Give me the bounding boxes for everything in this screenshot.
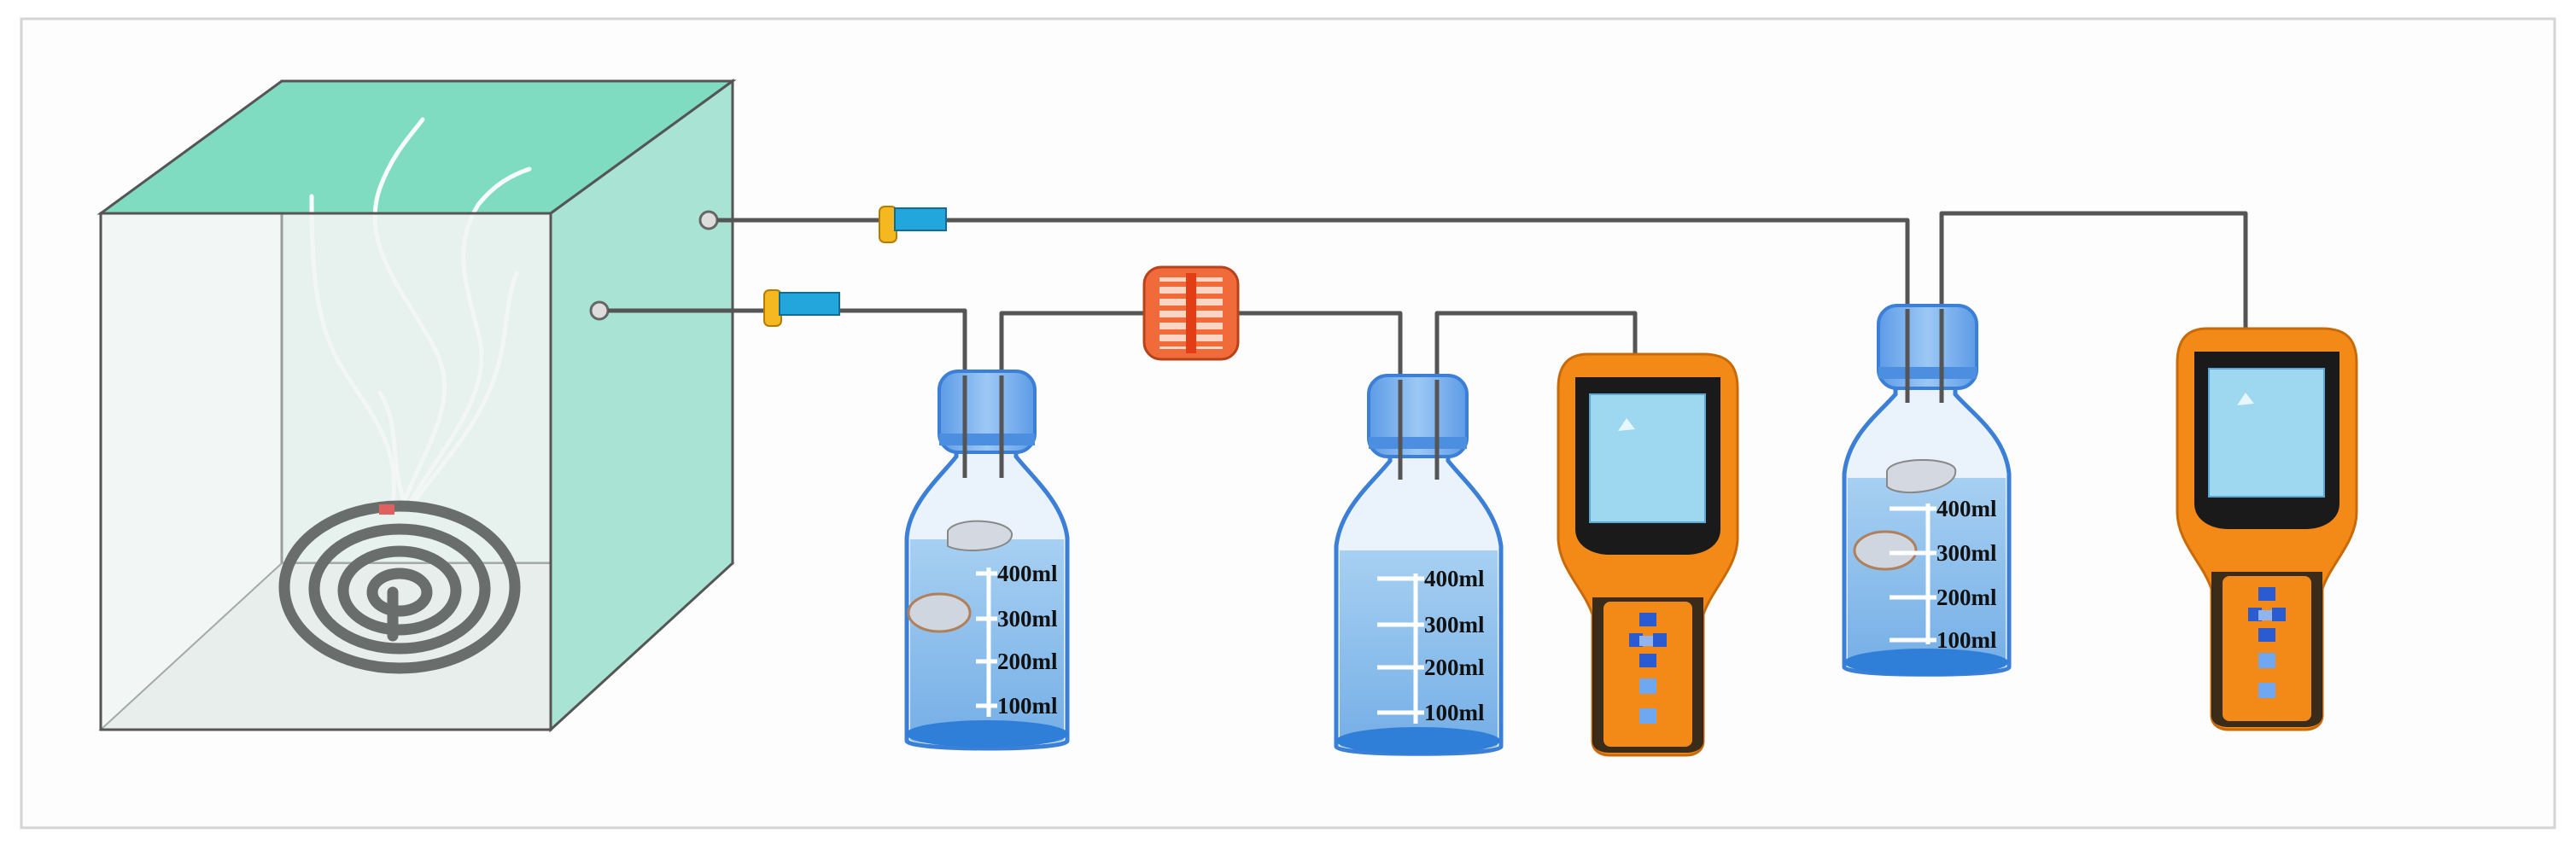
bottle-1-label-100ml: 100ml	[997, 693, 1058, 719]
bottle-2-liquid	[1340, 550, 1498, 751]
flow-valve-lower	[763, 289, 840, 327]
bottle-1-label-400ml: 400ml	[997, 561, 1058, 586]
particulate-filter	[1142, 265, 1240, 361]
bottle-1: 400ml 300ml 200ml 100ml	[904, 370, 1070, 751]
flow-valve-upper	[879, 206, 947, 243]
bottle-1-label-200ml: 200ml	[997, 649, 1058, 674]
bottle-2-label-300ml: 300ml	[1424, 612, 1485, 637]
bottle-2-label-400ml: 400ml	[1424, 566, 1485, 591]
bottle-1-bubble	[947, 520, 1013, 551]
bottle-3-base	[1844, 649, 2008, 676]
detector-2-screen	[2208, 368, 2325, 498]
bottle-2-base	[1336, 727, 1500, 754]
bottle-3-bubble	[1886, 459, 1957, 493]
chamber-outlet-lower	[589, 300, 610, 321]
bottle-2: 400ml 300ml 200ml 100ml	[1334, 374, 1504, 756]
gas-detector-2	[2176, 327, 2358, 731]
chamber-outlet-upper	[698, 210, 719, 230]
bottle-1-scale	[976, 568, 997, 717]
bottle-1-bubble-2	[907, 592, 972, 633]
bottle-2-cap	[1367, 374, 1469, 458]
detector-1-screen	[1589, 393, 1706, 523]
bottle-2-label-100ml: 100ml	[1424, 700, 1485, 725]
bottle-3-label-200ml: 200ml	[1936, 585, 1997, 610]
bottle-3-bubble-2	[1853, 530, 1918, 571]
chamber-front-face	[99, 212, 552, 731]
mosquito-coil	[278, 500, 521, 674]
bottle-3-scale	[1890, 503, 1936, 644]
bottle-2-label-200ml: 200ml	[1424, 655, 1485, 680]
detector-2-keypad	[2248, 587, 2286, 698]
gas-detector-1	[1557, 352, 1739, 757]
bottle-2-scale	[1377, 573, 1424, 724]
bottle-1-base	[906, 720, 1068, 748]
bottle-3-label-400ml: 400ml	[1936, 496, 1997, 521]
bottle-1-label-300ml: 300ml	[997, 606, 1058, 632]
detector-1-keypad	[1629, 613, 1667, 724]
smoke-wisps	[309, 117, 532, 510]
bottle-3-label-300ml: 300ml	[1936, 540, 1997, 566]
coil-ember	[379, 504, 394, 515]
bottle-3: 400ml 300ml 200ml 100ml	[1842, 304, 2012, 677]
test-chamber	[96, 79, 737, 733]
bottle-3-label-100ml: 100ml	[1936, 627, 1997, 653]
